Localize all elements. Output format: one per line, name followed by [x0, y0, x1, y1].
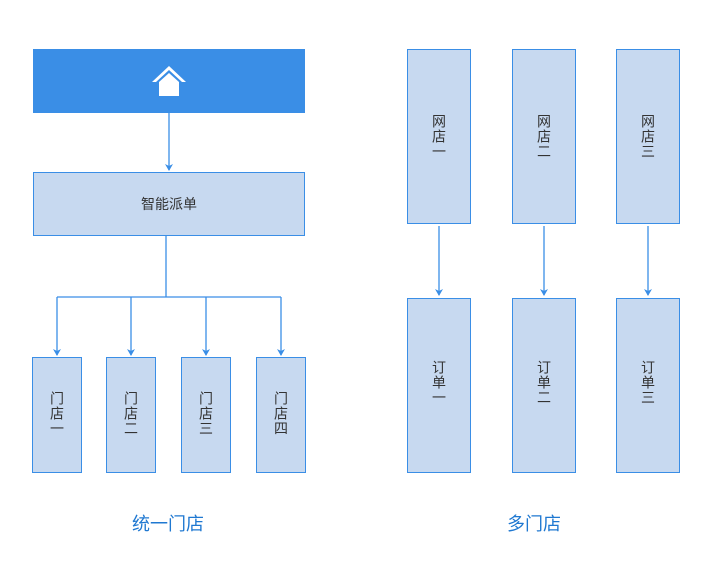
order-box-3: 订单三: [616, 298, 680, 473]
order-box-2: 订单二: [512, 298, 576, 473]
shop-box-2: 网店二: [512, 49, 576, 224]
home-icon: [152, 66, 186, 96]
store-label-4: 门店四: [274, 391, 288, 438]
order-box-1: 订单一: [407, 298, 471, 473]
shop-label-1: 网店一: [432, 114, 446, 161]
store-label-2: 门店二: [124, 391, 138, 438]
store-label-1: 门店一: [50, 391, 64, 438]
shop-box-3: 网店三: [616, 49, 680, 224]
order-label-3: 订单三: [641, 360, 655, 407]
shop-label-2: 网店二: [537, 114, 551, 161]
store-box-4: 门店四: [256, 357, 306, 473]
right-caption: 多门店: [507, 514, 561, 535]
store-box-1: 门店一: [32, 357, 82, 473]
order-label-2: 订单二: [537, 360, 551, 407]
smart-dispatch-box: 智能派单: [33, 172, 305, 236]
shop-label-3: 网店三: [641, 114, 655, 161]
left-caption: 统一门店: [132, 514, 204, 535]
store-label-3: 门店三: [199, 391, 213, 438]
order-label-1: 订单一: [432, 360, 446, 407]
shop-box-1: 网店一: [407, 49, 471, 224]
store-box-3: 门店三: [181, 357, 231, 473]
headquarters-box: [33, 49, 305, 113]
store-box-2: 门店二: [106, 357, 156, 473]
smart-dispatch-label: 智能派单: [141, 197, 197, 213]
